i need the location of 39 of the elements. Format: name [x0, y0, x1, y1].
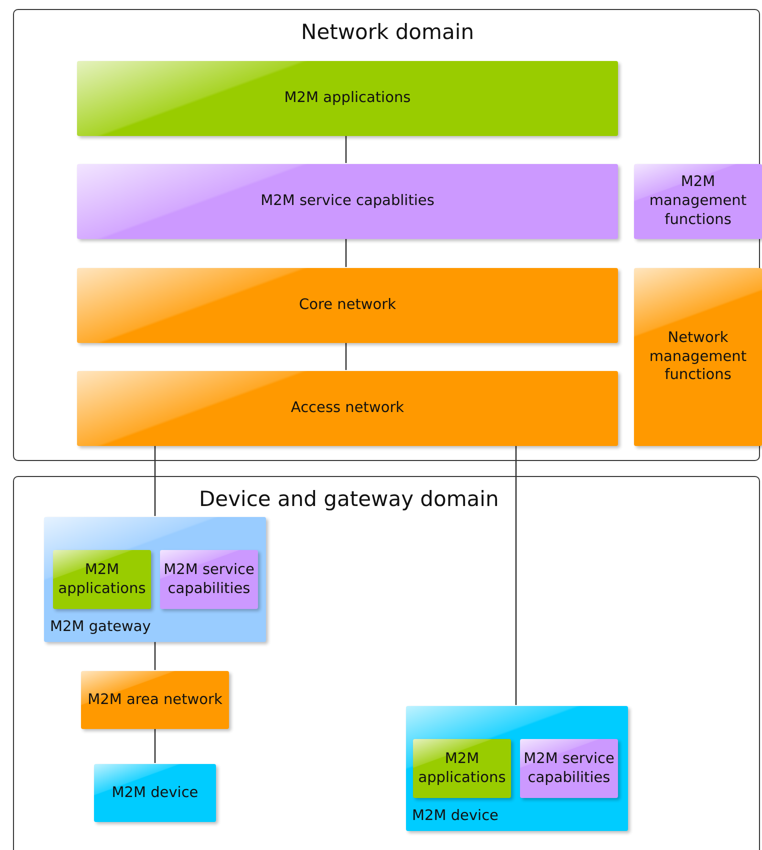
box-label: M2M area network — [88, 690, 222, 710]
box-label: M2M service capablities — [260, 192, 434, 211]
box-label: Access network — [290, 399, 404, 418]
box-label: M2M applications — [417, 750, 507, 788]
box-label: Network management functions — [648, 328, 748, 386]
service-box — [520, 739, 618, 798]
region-title: Network domain — [301, 20, 474, 44]
network-box — [634, 268, 762, 446]
application-box — [77, 61, 618, 136]
service-box — [77, 164, 618, 239]
box-label: M2M service capabilities — [162, 560, 256, 598]
application-box — [53, 550, 151, 609]
box-label: M2M service capabilities — [522, 750, 616, 788]
device-box — [406, 706, 628, 831]
connector-line — [345, 342, 347, 370]
device-box — [94, 764, 216, 822]
box-label: M2M device — [412, 807, 498, 826]
connector-line — [154, 445, 156, 516]
box-label: M2M applications — [284, 89, 411, 108]
connector-line — [154, 728, 156, 763]
connector-line — [345, 135, 347, 163]
region-title: Device and gateway domain — [199, 487, 499, 511]
connector-line — [515, 445, 517, 705]
box-label: Core network — [298, 296, 396, 315]
domain-region — [13, 476, 760, 850]
service-box — [634, 164, 762, 239]
domain-region — [13, 9, 760, 461]
box-label: M2M applications — [57, 560, 147, 598]
network-box — [81, 671, 229, 729]
box-label: M2M device — [112, 784, 198, 802]
box-label: M2M management functions — [648, 173, 748, 230]
application-box — [413, 739, 511, 798]
connector-line — [154, 641, 156, 670]
network-box — [77, 371, 618, 446]
service-box — [160, 550, 258, 609]
connector-line — [345, 238, 347, 267]
box-label: M2M gateway — [50, 618, 151, 637]
network-box — [77, 268, 618, 343]
gateway-box — [44, 517, 266, 642]
